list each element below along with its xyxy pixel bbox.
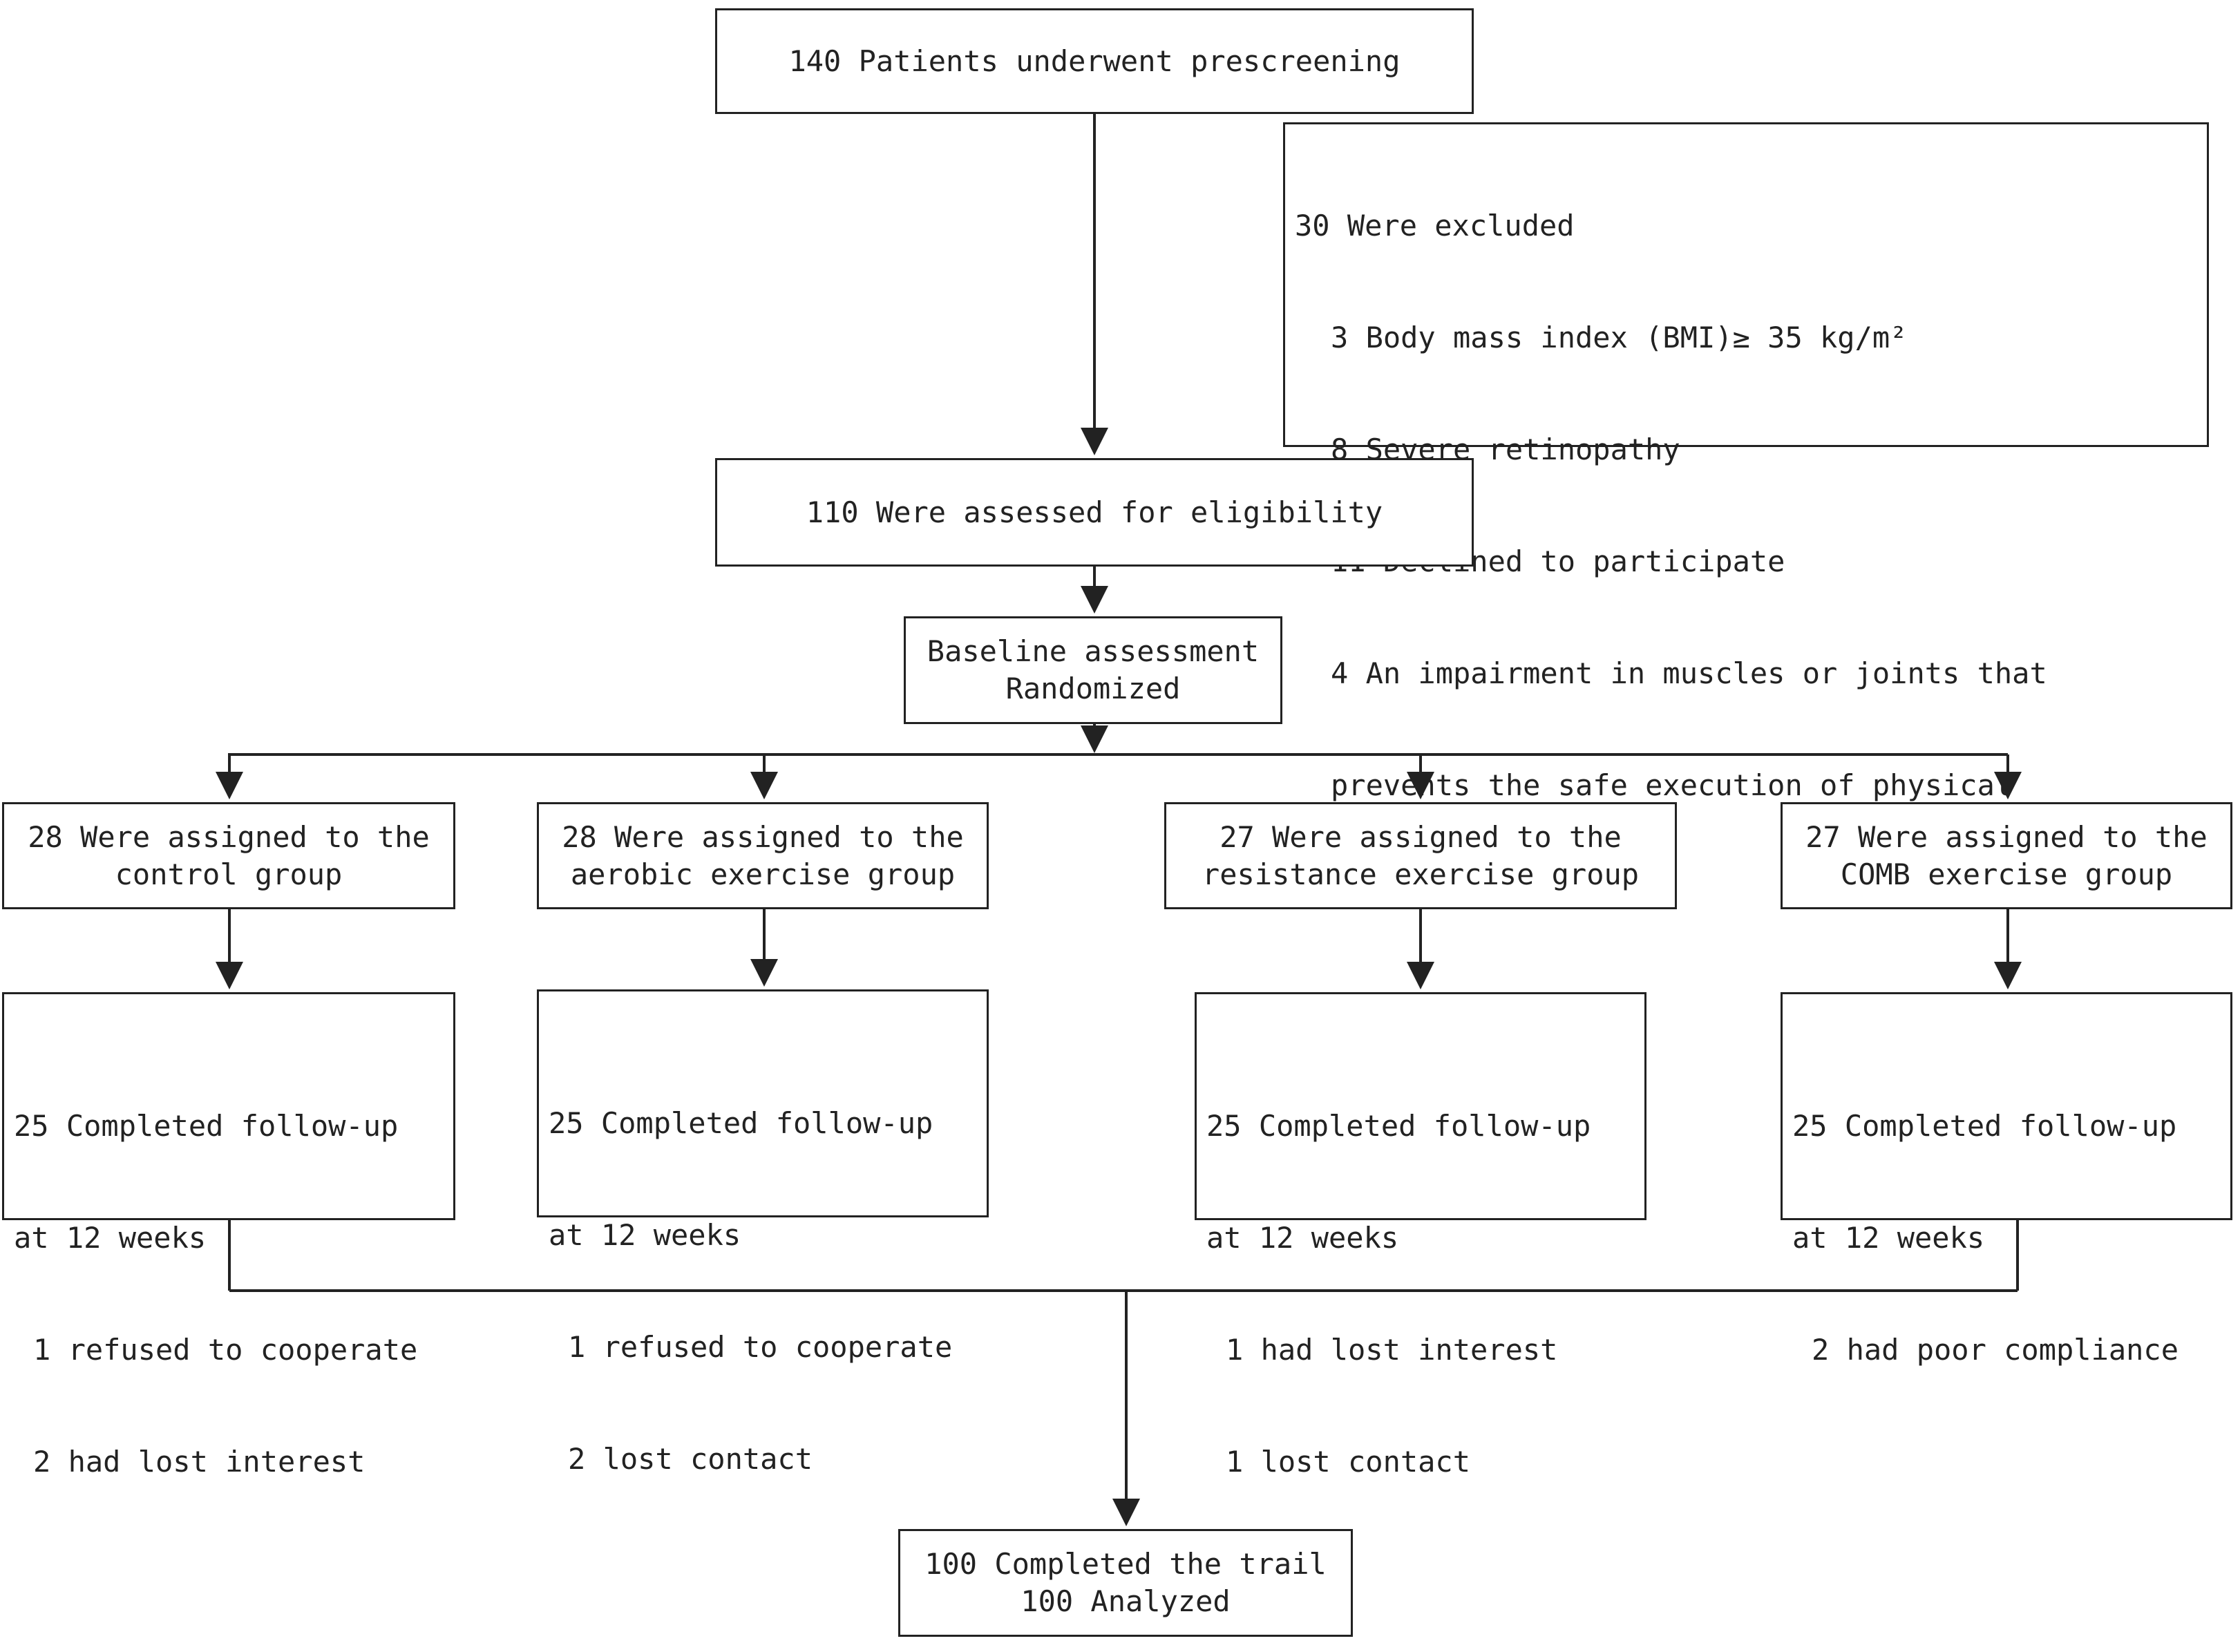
assigned-line2: aerobic exercise group [570, 857, 956, 891]
assigned-line1: 27 Were assigned to the [1805, 819, 2208, 854]
assigned-line1: 27 Were assigned to the [1219, 819, 1622, 854]
followup-line2: at 12 weeks [549, 1218, 741, 1252]
followup-reason: 1 had lost interest [1226, 1333, 1558, 1367]
followup-reason: 2 had lost interest [33, 1445, 366, 1479]
assigned-line2: control group [115, 857, 343, 891]
followup-box-control: 25 Completed follow-up at 12 weeks 1 ref… [2, 992, 455, 1479]
followup-line2: at 12 weeks [14, 1221, 207, 1255]
final-line1: 100 Completed the trail [924, 1547, 1327, 1581]
assigned-line1: 28 Were assigned to the [562, 819, 964, 854]
followup-box-aerobic: 25 Completed follow-up at 12 weeks 1 ref… [537, 989, 989, 1476]
followup-line2: at 12 weeks [1206, 1221, 1399, 1255]
final-box: 100 Completed the trail 100 Analyzed [898, 1529, 1353, 1637]
followup-line1: 25 Completed follow-up [1206, 1109, 1591, 1143]
excluded-title: 30 Were excluded [1295, 209, 1575, 243]
followup-reason: 1 refused to cooperate [33, 1333, 418, 1367]
excluded-item: 4 An impairment in muscles or joints tha… [1331, 656, 2047, 690]
followup-box-comb: 25 Completed follow-up at 12 weeks 2 had… [1781, 992, 2232, 1367]
excluded-item: prevents the safe execution of physical [1331, 768, 2013, 802]
assigned-line2: COMB exercise group [1840, 857, 2173, 891]
assigned-box-aerobic: 28 Were assigned to the aerobic exercise… [537, 802, 989, 909]
assigned-box-resistance: 27 Were assigned to the resistance exerc… [1164, 802, 1677, 909]
followup-reason: 2 lost contact [568, 1442, 813, 1476]
followup-reason: 1 refused to cooperate [568, 1330, 953, 1364]
followup-reason: 1 lost contact [1226, 1445, 1471, 1479]
excluded-box: 30 Were excluded 3 Body mass index (BMI)… [1283, 122, 2209, 1026]
prescreening-box: 140 Patients underwent prescreening [715, 8, 1474, 114]
excluded-item: 3 Body mass index (BMI)≥ 35 kg/m² [1331, 321, 1908, 354]
eligibility-box: 110 Were assessed for eligibility [715, 458, 1474, 567]
assigned-box-control: 28 Were assigned to the control group [2, 802, 455, 909]
eligibility-text: 110 Were assessed for eligibility [806, 495, 1383, 529]
followup-line1: 25 Completed follow-up [549, 1106, 933, 1140]
assigned-line2: resistance exercise group [1202, 857, 1640, 891]
prescreening-text: 140 Patients underwent prescreening [788, 44, 1401, 78]
assigned-box-comb: 27 Were assigned to the COMB exercise gr… [1781, 802, 2232, 909]
followup-line2: at 12 weeks [1792, 1221, 1985, 1255]
followup-box-resistance: 25 Completed follow-up at 12 weeks 1 had… [1195, 992, 1646, 1479]
final-line2: 100 Analyzed [1021, 1584, 1231, 1618]
followup-reason: 2 had poor compliance [1812, 1333, 2179, 1367]
baseline-box: Baseline assessment Randomized [904, 616, 1282, 724]
baseline-line1: Baseline assessment [927, 634, 1260, 668]
assigned-line1: 28 Were assigned to the [28, 819, 430, 854]
followup-line1: 25 Completed follow-up [14, 1109, 399, 1143]
followup-line1: 25 Completed follow-up [1792, 1109, 2177, 1143]
baseline-line2: Randomized [1005, 672, 1181, 705]
